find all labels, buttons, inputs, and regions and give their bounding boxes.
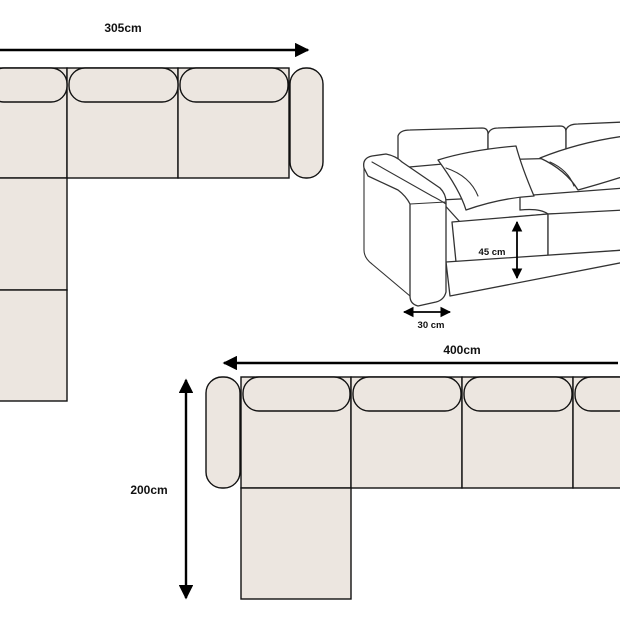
width-label: 400cm	[443, 343, 480, 357]
seat-chaise	[240, 487, 352, 600]
back-cushion	[179, 67, 289, 103]
depth-label: 200cm	[130, 483, 167, 497]
seat-chaise-upper	[0, 177, 68, 291]
sectional-top-left: 305cm	[0, 21, 324, 402]
seat-height-label: 45 cm	[479, 247, 506, 258]
armrest	[205, 376, 241, 489]
width-label: 305cm	[104, 21, 141, 35]
seat-chaise-lower	[0, 289, 68, 402]
sofa-sketch: 45 cm 30 cm	[363, 121, 620, 331]
back-cushion	[68, 67, 179, 103]
arm-width-label: 30 cm	[418, 320, 445, 331]
sectional-bottom-right: 400cm 200cm	[130, 343, 620, 600]
back-cushion	[352, 376, 462, 412]
armrest	[289, 67, 324, 179]
back-cushion	[0, 67, 68, 103]
back-cushion	[463, 376, 573, 412]
back-cushion	[574, 376, 620, 412]
back-cushion	[242, 376, 351, 412]
